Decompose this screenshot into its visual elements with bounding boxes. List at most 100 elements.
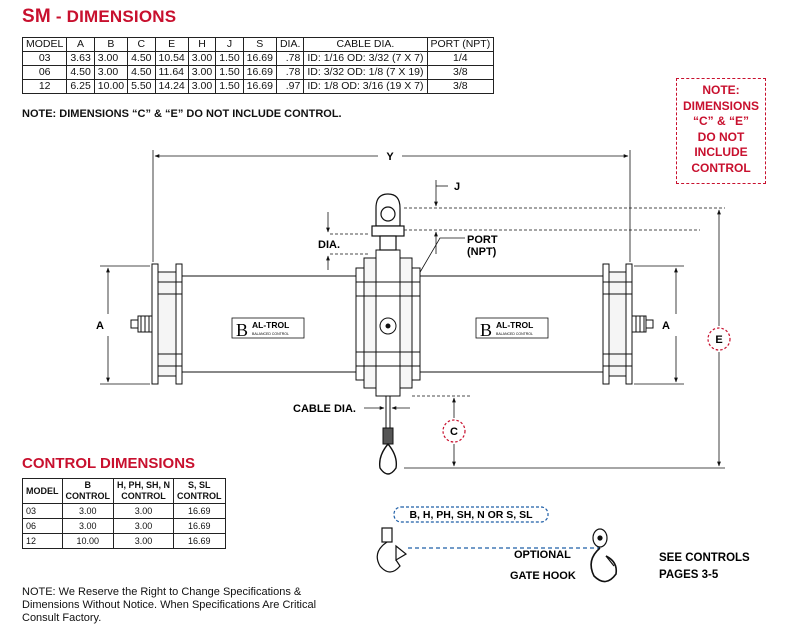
label-y: Y [386, 151, 394, 163]
dim-cell: 4.50 [66, 65, 95, 80]
note-top: NOTE: DIMENSIONS “C” & “E” DO NOT INCLUD… [22, 108, 342, 120]
e-dimension [404, 209, 725, 469]
a-left-dimension [100, 265, 150, 385]
control-cell: 03 [22, 503, 63, 519]
c-marker [442, 419, 466, 443]
dim-cell: 3/8 [426, 65, 495, 80]
brand-sub-right: BALANCED CONTROL [496, 332, 533, 336]
control-cell: 3.00 [112, 518, 175, 534]
label-j: J [454, 181, 460, 193]
control-options: B, H, PH, SH, N OR S, SL [409, 509, 533, 521]
e-marker [707, 327, 731, 351]
top-clevis [371, 193, 405, 251]
red-note-line: “C” & “E” [692, 114, 749, 128]
dim-cell: 1.50 [215, 65, 244, 80]
control-cell: 3.00 [61, 503, 114, 519]
label-a-left: A [96, 320, 104, 332]
control-title: CONTROL DIMENSIONS [22, 455, 196, 472]
brand-plate-right: B AL-TROL BALANCED CONTROL [475, 317, 549, 340]
note-bottom-line: NOTE: We Reserve the Right to Change Spe… [22, 586, 302, 598]
label-pages: PAGES 3-5 [659, 569, 719, 581]
dim-header-cell: PORT (NPT) [426, 37, 495, 52]
dim-cell: 16.69 [242, 79, 277, 94]
brand-name-left: AL-TROL [252, 320, 289, 330]
c-dimension [412, 395, 470, 467]
red-note-line: CONTROL [691, 160, 751, 175]
label-port-line1: PORT [467, 234, 498, 246]
dim-cell: 1.50 [215, 79, 244, 94]
label-see-controls: SEE CONTROLS [659, 552, 750, 564]
control-cell: 3.00 [112, 533, 175, 549]
brand-sub-left: BALANCED CONTROL [252, 332, 289, 336]
dim-cell: 16.69 [242, 51, 277, 66]
control-cell: 3.00 [61, 518, 114, 534]
j-dimension [404, 180, 725, 254]
dim-cell: ID: 3/32 OD: 1/8 (7 X 19) [303, 65, 428, 80]
label-port-line2: (NPT) [467, 246, 497, 258]
red-note-line: DO NOT [697, 129, 745, 144]
label-port: PORT(NPT) [467, 234, 498, 258]
dim-cell: 1/4 [426, 51, 495, 66]
left-end-cap [130, 263, 183, 385]
dim-cell: .78 [275, 65, 305, 80]
cable-hook [378, 396, 398, 475]
control-cell: 06 [22, 518, 63, 534]
title-model: SM [22, 6, 51, 27]
optional-hook [376, 527, 408, 573]
a-right-dimension [634, 265, 684, 385]
brand-name-right: AL-TROL [496, 320, 533, 330]
control-cell: 12 [22, 533, 63, 549]
dim-cell: ID: 1/8 OD: 3/16 (19 X 7) [303, 79, 428, 94]
control-cell: 16.69 [173, 518, 226, 534]
control-cell: 10.00 [61, 533, 114, 549]
note-bottom: NOTE: We Reserve the Right to Change Spe… [22, 586, 362, 625]
label-a-right: A [662, 320, 670, 332]
dia-dimension [326, 212, 370, 270]
red-note-line: NOTE: [702, 83, 740, 97]
title-rest: - DIMENSIONS [50, 7, 177, 26]
dim-cell: 1.50 [215, 51, 244, 66]
right-end-cap [602, 263, 654, 385]
gate-hook [590, 528, 618, 583]
control-header-cell: MODEL [22, 478, 63, 504]
label-optional: OPTIONAL [514, 549, 571, 561]
control-options-box [393, 506, 549, 523]
dim-cell: 3.00 [187, 79, 217, 94]
dim-cell: 16.69 [242, 65, 277, 80]
control-cell: 16.69 [173, 503, 226, 519]
dim-cell: .97 [275, 79, 305, 94]
red-note-line: INCLUDE [694, 145, 748, 159]
label-dia: DIA. [318, 239, 340, 251]
label-e: E [715, 334, 722, 346]
dim-cell: 6.25 [66, 79, 95, 94]
label-c: C [450, 426, 458, 438]
brand-letter-right: B [480, 320, 492, 340]
port-leader [411, 237, 465, 287]
note-bottom-line: Consult Factory. [22, 612, 102, 624]
label-cable-dia: CABLE DIA. [293, 403, 356, 415]
label-gate-hook: GATE HOOK [510, 570, 576, 582]
dim-cell: 5.50 [127, 79, 156, 94]
brand-letter-left: B [236, 320, 248, 340]
red-note-line: DIMENSIONS [682, 98, 759, 113]
dim-cell: 3/8 [426, 79, 495, 94]
dim-cell: 3.00 [187, 65, 217, 80]
control-cell: 3.00 [112, 503, 175, 519]
cylinder-body [182, 249, 603, 397]
control-cell: 16.69 [173, 533, 226, 549]
y-dimension [152, 150, 631, 262]
